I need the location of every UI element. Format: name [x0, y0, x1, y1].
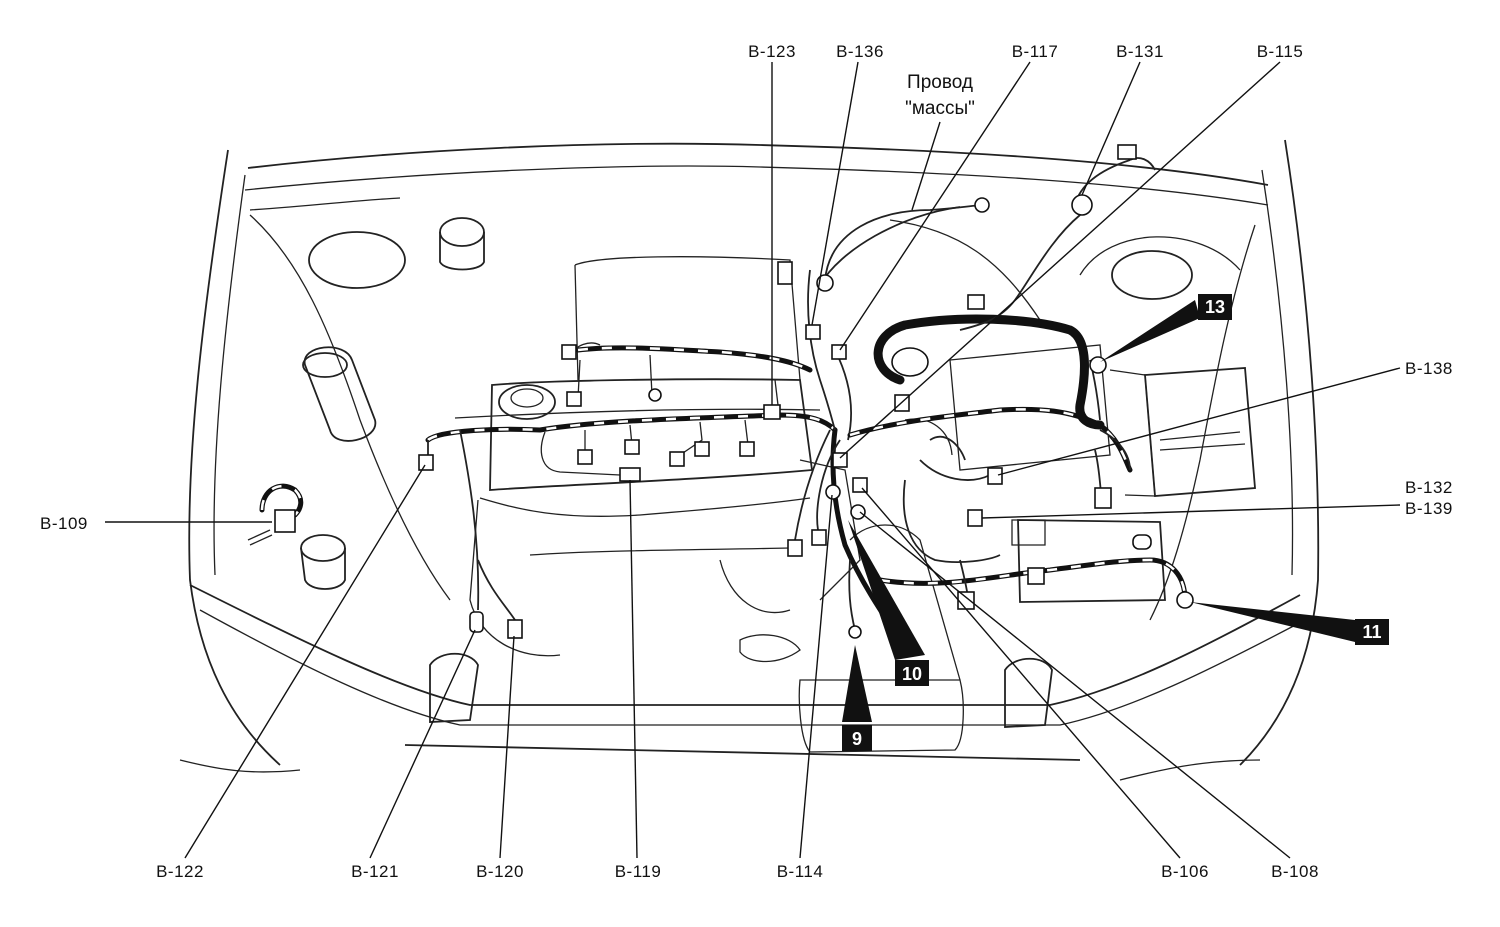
connector-b136	[805, 324, 821, 340]
connector-center-low-a	[811, 529, 827, 546]
label-b109: B-109	[40, 514, 88, 533]
ground-label-9: 9	[852, 729, 862, 749]
ground-wedge-13	[1100, 300, 1200, 362]
component-labels: B-123 B-136 B-117 B-131 B-115 Провод "ма…	[40, 42, 1453, 881]
label-b114: B-114	[777, 862, 824, 881]
engine-bay-outline	[179, 139, 1320, 781]
connector-lower-right	[957, 591, 975, 610]
connector-battery-side	[1094, 487, 1112, 509]
ground-eyelet-upper	[648, 388, 662, 402]
grommet-center	[891, 347, 929, 377]
ground-eyelet-11	[1176, 591, 1194, 609]
connector-injector-1	[577, 449, 593, 465]
label-b108: B-108	[1271, 862, 1319, 881]
label-b122: B-122	[156, 862, 204, 881]
label-b119: B-119	[615, 862, 662, 881]
ground-wedge-11	[1190, 602, 1355, 642]
connector-b131	[1117, 144, 1137, 160]
leader-lines	[105, 61, 1401, 859]
connector-b123	[763, 404, 781, 420]
connector-b115	[832, 452, 848, 468]
ground-eyelet-top	[974, 197, 990, 213]
ground-point-markers: 13 11 10 9	[842, 294, 1389, 751]
connector-sensor-a	[669, 451, 685, 467]
connector-center-low-b	[787, 539, 803, 557]
ground-eyelet-13	[1089, 356, 1107, 374]
ground-label-10: 10	[902, 664, 922, 684]
ground-wedge-9	[842, 645, 872, 722]
label-ground-wire-line1: Провод	[907, 72, 973, 93]
ground-eyelet-left	[816, 274, 834, 292]
connector-b117	[831, 344, 847, 360]
label-b117: B-117	[1012, 42, 1059, 61]
connector-injector-3	[694, 441, 710, 457]
label-b132: B-132	[1405, 478, 1453, 497]
label-b120: B-120	[476, 862, 524, 881]
connector-relay	[1132, 534, 1152, 550]
ground-badge-13	[1198, 294, 1232, 320]
connector-b138	[987, 467, 1003, 485]
connector-fusebox	[1027, 567, 1045, 585]
ground-badge-9	[842, 725, 872, 751]
label-b123: B-123	[748, 42, 796, 61]
connector-injector-2	[624, 439, 640, 455]
ground-label-13: 13	[1205, 297, 1225, 317]
label-b138: B-138	[1405, 359, 1453, 378]
connector-b109	[274, 509, 296, 533]
connector-b106	[852, 477, 868, 493]
label-b136: B-136	[836, 42, 884, 61]
ground-eyelet-b131	[1071, 194, 1093, 216]
ground-eyelet-9	[848, 625, 862, 639]
label-b139: B-139	[1405, 499, 1453, 518]
label-b131: B-131	[1116, 42, 1164, 61]
label-b115: B-115	[1257, 42, 1304, 61]
connector-b121	[469, 611, 484, 633]
connector-b120	[507, 619, 523, 639]
ground-badge-10	[895, 660, 929, 686]
connectors	[274, 144, 1194, 639]
connector-sensor-c	[561, 344, 577, 360]
ground-eyelet-b114	[825, 484, 841, 500]
connector-sensor-b	[566, 391, 582, 407]
connector-top-left	[777, 261, 793, 285]
wiring-harness	[247, 157, 1188, 643]
ground-wedge-10	[848, 520, 925, 660]
ground-label-11: 11	[1362, 622, 1381, 642]
connector-b132	[967, 509, 983, 527]
label-b121: B-121	[351, 862, 399, 881]
connector-upper-right	[967, 294, 985, 310]
label-b106: B-106	[1161, 862, 1209, 881]
ground-badge-11	[1355, 619, 1389, 645]
ground-eyelet-10	[850, 504, 866, 520]
connector-b119	[619, 467, 641, 482]
label-ground-wire-line2: "массы"	[905, 98, 975, 119]
connector-injector-4	[739, 441, 755, 457]
connector-b122	[418, 454, 434, 471]
